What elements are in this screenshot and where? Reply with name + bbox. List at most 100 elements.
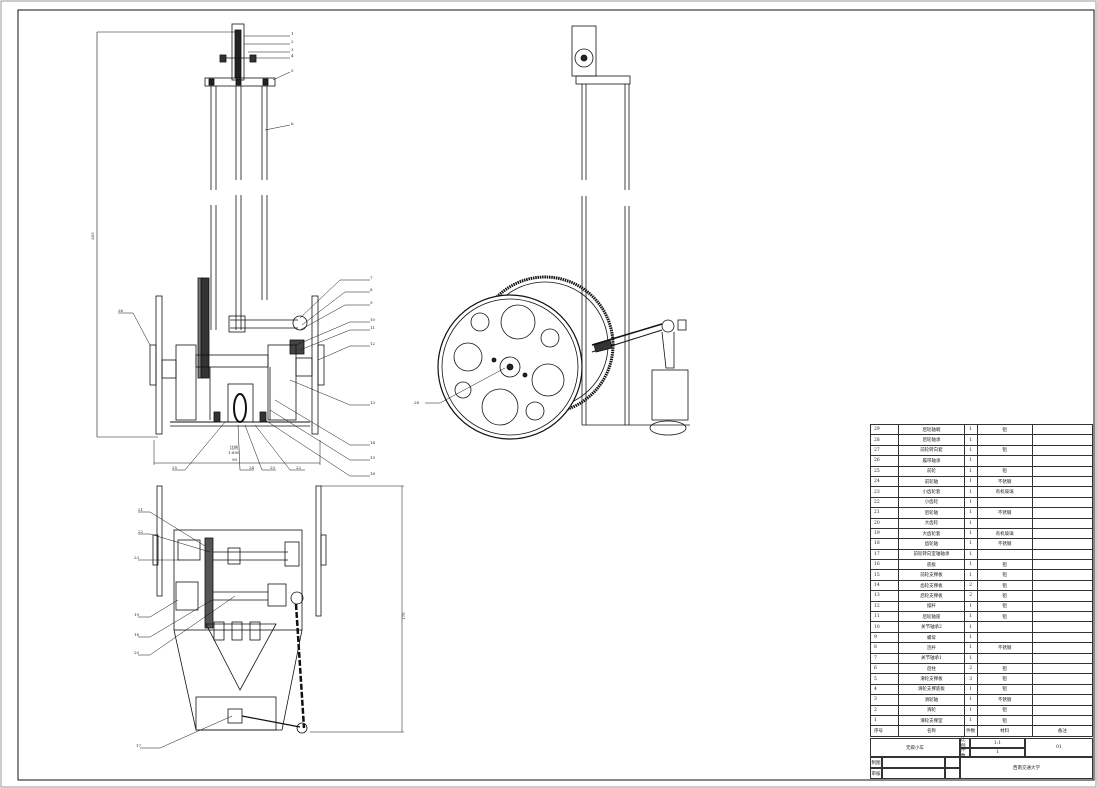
part-no: 24 bbox=[869, 475, 900, 488]
callout-18: 18 bbox=[134, 632, 140, 637]
part-name: 滑轮轴 bbox=[898, 694, 965, 706]
part-name: 小齿轮套 bbox=[898, 486, 965, 498]
part-mat: 不锈钢 bbox=[976, 475, 1033, 488]
part-no: 11 bbox=[869, 611, 900, 623]
title-block: 无碳小车 比例 1:1 件数 1 01 制图 审核 西南交通大学 bbox=[870, 738, 1093, 779]
part-mat: 有机玻璃 bbox=[976, 486, 1033, 498]
ratio-note-label: 比例 bbox=[230, 444, 238, 450]
part-qty: 1 bbox=[963, 694, 978, 706]
part-remark bbox=[1031, 444, 1094, 457]
callout-13: 13 bbox=[370, 400, 376, 405]
part-name: 连杆 bbox=[898, 642, 965, 654]
part-mat: 铝 bbox=[976, 423, 1033, 436]
part-no: 19 bbox=[869, 527, 900, 540]
part-name: 滑轮支撑室 bbox=[898, 714, 965, 727]
part-name: 关节轴承1 bbox=[898, 652, 965, 665]
part-no: 5 bbox=[869, 673, 900, 685]
part-qty: 3 bbox=[963, 673, 978, 685]
part-mat bbox=[976, 631, 1033, 644]
part-name: 后轮轴 bbox=[898, 507, 965, 519]
part-mat bbox=[976, 652, 1033, 665]
part-name: 底板 bbox=[898, 559, 965, 571]
part-qty: 1 bbox=[963, 714, 978, 727]
part-no: 26 bbox=[869, 455, 900, 467]
part-no: 13 bbox=[869, 590, 900, 602]
part-no: 20 bbox=[869, 517, 900, 529]
part-mat: 有机玻璃 bbox=[976, 527, 1033, 540]
bottom-view: 170 21 22 23 19 18 20 17 bbox=[134, 485, 406, 749]
part-qty: 2 bbox=[963, 662, 978, 675]
part-mat: 铝 bbox=[976, 590, 1033, 602]
part-no: 17 bbox=[869, 548, 900, 561]
part-name: 后柱 bbox=[898, 662, 965, 675]
part-no: 12 bbox=[869, 600, 900, 613]
part-qty: 1 bbox=[963, 631, 978, 644]
part-no: 28 bbox=[869, 434, 900, 446]
part-no: 18 bbox=[869, 538, 900, 550]
base-width-dimension: 90 bbox=[232, 457, 238, 462]
part-name: 摆杆 bbox=[898, 600, 965, 613]
part-name: 后轮轴承 bbox=[898, 434, 965, 446]
header-name: 名称 bbox=[898, 725, 965, 737]
part-remark bbox=[1031, 673, 1094, 685]
callout-21: 21 bbox=[138, 507, 143, 512]
part-qty: 1 bbox=[963, 517, 978, 529]
part-remark bbox=[1031, 714, 1094, 727]
part-mat: 铝 bbox=[976, 600, 1033, 613]
callout-14: 14 bbox=[370, 440, 376, 445]
header-no: 序号 bbox=[869, 725, 900, 737]
part-name: 关节轴承2 bbox=[898, 621, 965, 633]
ratio-note-value: 1:800 bbox=[228, 450, 240, 455]
part-remark bbox=[1031, 434, 1094, 446]
part-no: 10 bbox=[869, 621, 900, 633]
callout-23: 23 bbox=[270, 465, 276, 470]
part-qty: 1 bbox=[963, 527, 978, 540]
part-mat: 铝 bbox=[976, 465, 1033, 477]
part-remark bbox=[1031, 538, 1094, 550]
drawn-field bbox=[882, 757, 945, 768]
part-qty: 1 bbox=[963, 683, 978, 696]
part-qty: 1 bbox=[963, 434, 978, 446]
checked-label: 审核 bbox=[870, 768, 882, 779]
part-qty: 1 bbox=[963, 642, 978, 654]
checked-field bbox=[882, 768, 945, 779]
part-no: 4 bbox=[869, 683, 900, 696]
drawn-label: 制图 bbox=[870, 757, 882, 768]
part-qty: 1 bbox=[963, 621, 978, 633]
part-qty: 1 bbox=[963, 600, 978, 613]
part-qty: 1 bbox=[963, 423, 978, 436]
part-remark bbox=[1031, 600, 1094, 613]
part-mat: 铝 bbox=[976, 559, 1033, 571]
drawn-date bbox=[945, 757, 960, 768]
part-no: 3 bbox=[869, 694, 900, 706]
part-remark bbox=[1031, 590, 1094, 602]
part-name: 齿轮支撑板 bbox=[898, 579, 965, 592]
part-name: 滑轮 bbox=[898, 704, 965, 716]
part-qty: 1 bbox=[963, 444, 978, 457]
qty-label: 件数 bbox=[960, 748, 970, 759]
part-name: 前轮支撑板 bbox=[898, 569, 965, 581]
part-name: 前轮转向套 bbox=[898, 444, 965, 457]
part-qty: 1 bbox=[963, 486, 978, 498]
part-mat bbox=[976, 455, 1033, 467]
part-qty: 2 bbox=[963, 579, 978, 592]
callout-7: 7 bbox=[370, 275, 373, 280]
part-remark bbox=[1031, 694, 1094, 706]
part-remark bbox=[1031, 527, 1094, 540]
part-mat: 铝 bbox=[976, 704, 1033, 716]
school-name: 西南交通大学 bbox=[960, 757, 1093, 779]
part-no: 25 bbox=[869, 465, 900, 477]
part-remark bbox=[1031, 465, 1094, 477]
part-remark bbox=[1031, 517, 1094, 529]
